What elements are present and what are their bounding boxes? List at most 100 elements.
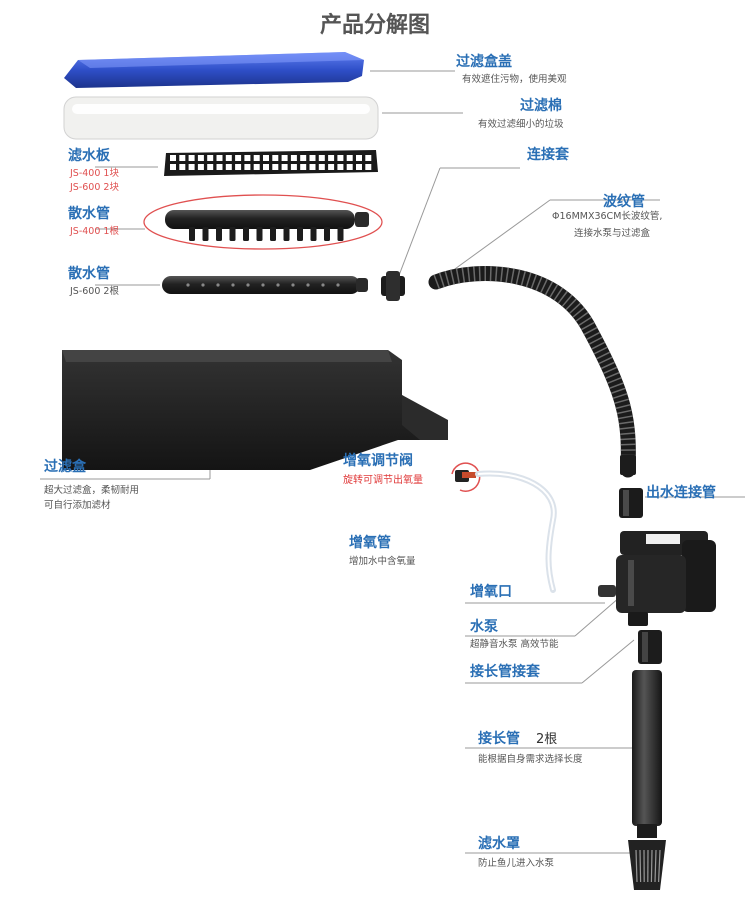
connector-title: 连接套 bbox=[527, 146, 569, 163]
spray-nozzle bbox=[256, 227, 263, 241]
valve-desc: 旋转可调节出氧量 bbox=[343, 473, 423, 486]
airtube-title: 增氧管 bbox=[349, 534, 391, 551]
plate-hole bbox=[337, 155, 344, 161]
plate-hole bbox=[179, 155, 186, 161]
plate-hole bbox=[197, 164, 204, 170]
plate-hole bbox=[216, 164, 223, 170]
pump-desc: 超静音水泵 高效节能 bbox=[470, 638, 559, 650]
air-valve bbox=[451, 462, 481, 492]
spray-nozzle bbox=[243, 227, 249, 241]
connector-sleeve bbox=[381, 271, 405, 301]
plate-hole bbox=[290, 155, 297, 161]
spray-nozzle bbox=[229, 227, 236, 241]
highlight-ellipse bbox=[143, 194, 383, 250]
cotton-title: 过滤棉 bbox=[520, 97, 562, 114]
spray-nozzle bbox=[310, 227, 317, 241]
plate-hole bbox=[244, 164, 251, 170]
strainer-title: 滤水罩 bbox=[478, 835, 520, 852]
plate-hole bbox=[253, 155, 260, 161]
corrugated-hose bbox=[428, 266, 636, 478]
hose-title: 波纹管 bbox=[603, 193, 645, 210]
plate-hole bbox=[188, 164, 195, 170]
extension-pipe bbox=[632, 670, 662, 826]
plate-hole bbox=[225, 164, 232, 170]
spray-nozzle bbox=[283, 227, 290, 241]
plate-hole bbox=[346, 155, 353, 161]
plate-hole bbox=[309, 155, 316, 161]
hose-desc2: 连接水泵与过滤盒 bbox=[574, 227, 651, 239]
filter-box bbox=[62, 350, 448, 470]
strainer-desc: 防止鱼儿进入水泵 bbox=[478, 857, 555, 869]
plate-hole bbox=[207, 164, 214, 170]
filter-cotton bbox=[63, 96, 379, 140]
spray-hole bbox=[336, 283, 340, 287]
spray-nozzle bbox=[324, 227, 330, 241]
plate-hole bbox=[309, 164, 316, 170]
spray-nozzle bbox=[337, 227, 344, 241]
plate-hole bbox=[197, 155, 204, 161]
plate-spec1: JS-400 1块 bbox=[69, 167, 119, 179]
ext-qty: 2根 bbox=[536, 732, 557, 747]
sleeve-title: 接长管接套 bbox=[470, 663, 540, 680]
spray-hole bbox=[246, 283, 250, 287]
plate-hole bbox=[356, 164, 362, 170]
page-title: 产品分解图 bbox=[320, 12, 430, 38]
spray-hole bbox=[291, 283, 295, 287]
strainer-slot bbox=[654, 849, 657, 883]
filter-lid bbox=[64, 52, 364, 88]
airtube-desc: 增加水中含氧量 bbox=[349, 555, 416, 567]
strainer bbox=[628, 824, 666, 890]
plate-hole bbox=[188, 155, 195, 161]
plate-hole bbox=[235, 155, 242, 161]
outlet-title: 出水连接管 bbox=[646, 484, 716, 501]
plate-title: 滤水板 bbox=[68, 147, 111, 164]
plate-hole bbox=[300, 164, 307, 170]
plate-hole bbox=[281, 164, 288, 170]
plate-hole bbox=[263, 164, 269, 170]
spray-nozzle bbox=[270, 227, 276, 241]
plate-hole bbox=[263, 155, 269, 161]
plate-hole bbox=[244, 155, 251, 161]
spray-hole bbox=[201, 283, 205, 287]
plate-hole bbox=[346, 164, 353, 170]
plate-hole bbox=[170, 164, 176, 170]
strainer-slot bbox=[650, 849, 653, 883]
plate-hole bbox=[328, 164, 335, 170]
spray-hole bbox=[261, 283, 265, 287]
spray-pipe-400 bbox=[165, 210, 369, 241]
valve-title: 增氧调节阀 bbox=[343, 452, 413, 469]
spray-hole bbox=[276, 283, 280, 287]
spray-hole bbox=[306, 283, 310, 287]
airport-title: 增氧口 bbox=[470, 583, 512, 600]
hose-desc1: Φ16MMX36CM长波纹管, bbox=[552, 210, 662, 222]
leader-lines bbox=[40, 70, 745, 854]
plate-hole bbox=[216, 155, 223, 161]
plate-hole bbox=[179, 164, 186, 170]
plate-spec2: JS-600 2块 bbox=[69, 181, 119, 193]
plate-hole bbox=[225, 155, 232, 161]
plate-hole bbox=[290, 164, 297, 170]
lid-title: 过滤盒盖 bbox=[456, 53, 512, 70]
water-pump bbox=[598, 531, 716, 626]
plate-hole bbox=[337, 164, 344, 170]
strainer-slot bbox=[635, 849, 638, 883]
box-title: 过滤盒 bbox=[44, 458, 87, 475]
pump-title: 水泵 bbox=[470, 618, 498, 635]
ext-title: 接长管 bbox=[478, 730, 520, 747]
plate-hole bbox=[300, 155, 307, 161]
plate-hole bbox=[207, 155, 214, 161]
extension-sleeve bbox=[638, 630, 662, 664]
plate-hole bbox=[318, 164, 325, 170]
ext-desc: 能根据自身需求选择长度 bbox=[478, 753, 583, 765]
plate-hole bbox=[235, 164, 242, 170]
outlet-connector bbox=[619, 488, 643, 518]
plate-hole bbox=[318, 155, 325, 161]
spray-nozzle bbox=[297, 227, 303, 241]
spray-nozzle bbox=[202, 227, 209, 241]
spray1-spec: JS-400 1根 bbox=[69, 225, 119, 237]
spray1-title: 散水管 bbox=[68, 205, 110, 222]
spray-hole bbox=[216, 283, 220, 287]
spray-hole bbox=[186, 283, 190, 287]
plate-hole bbox=[356, 155, 362, 161]
